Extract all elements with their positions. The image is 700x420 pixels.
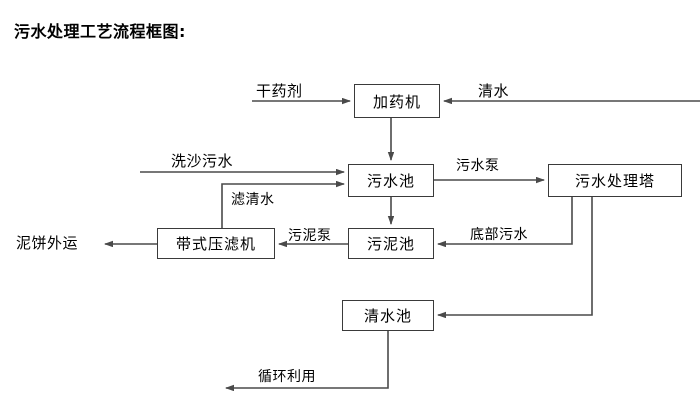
node-wastewater-pool[interactable]: 污水池 — [348, 164, 434, 197]
edge-tower-bottom-wastewater-to-sludge-pool — [437, 196, 573, 248]
edge-clean-water-pool-recycle — [225, 330, 389, 392]
node-sludge-pool[interactable]: 污泥池 — [348, 228, 434, 259]
node-label: 带式压滤机 — [175, 235, 256, 253]
page-title: 污水处理工艺流程框图: — [14, 22, 186, 41]
edge-label-bottom-wastewater: 底部污水 — [470, 227, 528, 243]
io-label-dry-chemical: 干药剂 — [256, 82, 303, 100]
node-clean-water-pool[interactable]: 清水池 — [342, 300, 434, 331]
io-label-mud-cake-out: 泥饼外运 — [16, 234, 79, 252]
node-dosing-machine[interactable]: 加药机 — [354, 84, 440, 118]
edge-label-recycle-reuse: 循环利用 — [258, 369, 316, 385]
io-label-clean-water-in: 清水 — [478, 82, 510, 100]
edge-label-filtered-clear-water: 滤清水 — [231, 192, 275, 208]
node-label: 污泥池 — [366, 235, 415, 253]
node-label: 加药机 — [372, 92, 421, 111]
io-label-sand-wash-wastewater: 洗沙污水 — [171, 152, 234, 170]
node-label: 清水池 — [363, 307, 412, 325]
node-label: 污水池 — [366, 172, 415, 190]
edge-label-wastewater-pump: 污水泵 — [456, 158, 500, 174]
node-label: 污水处理塔 — [574, 172, 655, 190]
edge-tower-to-clean-water-pool — [437, 196, 593, 319]
edge-filtered-water-to-wastewater-pool — [221, 180, 345, 228]
node-treatment-tower[interactable]: 污水处理塔 — [548, 164, 682, 197]
node-belt-filter-press[interactable]: 带式压滤机 — [157, 228, 275, 259]
edge-label-sludge-pump: 污泥泵 — [288, 228, 332, 244]
